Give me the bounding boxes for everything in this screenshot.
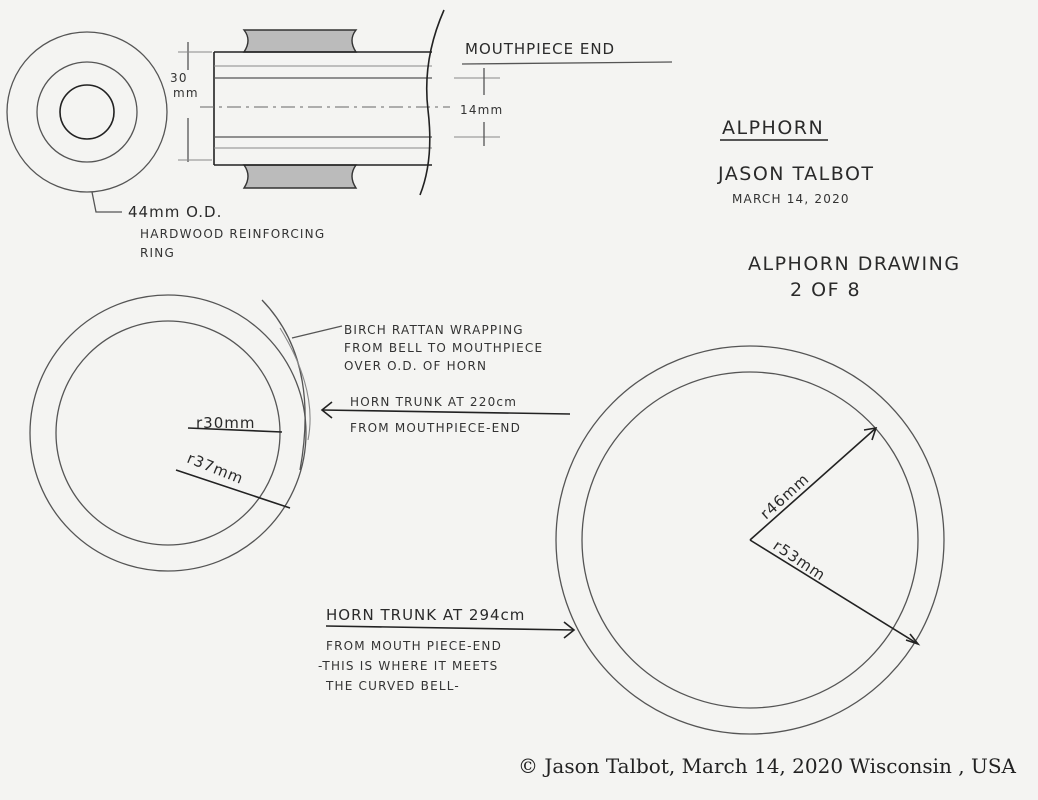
mouthpiece-title-underline [461, 61, 673, 65]
ring-desc-1: HARDWOOD REINFORCING [140, 227, 325, 241]
dim-30-value: 30 [170, 71, 188, 85]
radius-53mm: r53mm [770, 536, 829, 584]
trunk-294-line-3: THE CURVED BELL- [325, 679, 460, 693]
trunk-220-sub: FROM MOUTHPIECE-END [350, 421, 521, 435]
dim-30-unit: mm [173, 86, 199, 100]
copyright-notice: © Jason Talbot, March 14, 2020 Wisconsin… [518, 754, 1016, 778]
trunk-294-line-2: -THIS IS WHERE IT MEETS [318, 659, 498, 673]
drawing-date: MARCH 14, 2020 [732, 192, 850, 206]
wrap-label-1: BIRCH RATTAN WRAPPING [344, 323, 524, 337]
section-294-drawing [325, 345, 945, 735]
ring-od-label: 44mm O.D. [128, 203, 222, 221]
mouthpiece-side-section [178, 9, 500, 196]
drawing-title: ALPHORN [722, 117, 824, 139]
trunk-220-label: HORN TRUNK AT 220cm [350, 395, 517, 409]
mouthpiece-end-view [6, 31, 168, 193]
section-220-drawing [29, 294, 571, 572]
trunk-294-line-1: FROM MOUTH PIECE-END [326, 639, 502, 653]
wrap-label-2: FROM BELL TO MOUTHPIECE [344, 341, 543, 355]
wrap-label-3: OVER O.D. OF HORN [344, 359, 487, 373]
radius-46mm: r46mm [757, 470, 813, 523]
sheet-number: 2 OF 8 [790, 279, 861, 301]
ring-desc-2: RING [140, 246, 175, 260]
radius-30mm: r30mm [196, 414, 255, 432]
author-name: JASON TALBOT [717, 163, 875, 185]
trunk-294-label: HORN TRUNK AT 294cm [326, 606, 525, 624]
radius-37mm: r37mm [185, 449, 247, 488]
ring-leader-line [91, 191, 122, 213]
mouthpiece-title: MOUTHPIECE END [465, 40, 615, 58]
dim-14mm: 14mm [460, 103, 503, 117]
sheet-name: ALPHORN DRAWING [748, 253, 961, 275]
